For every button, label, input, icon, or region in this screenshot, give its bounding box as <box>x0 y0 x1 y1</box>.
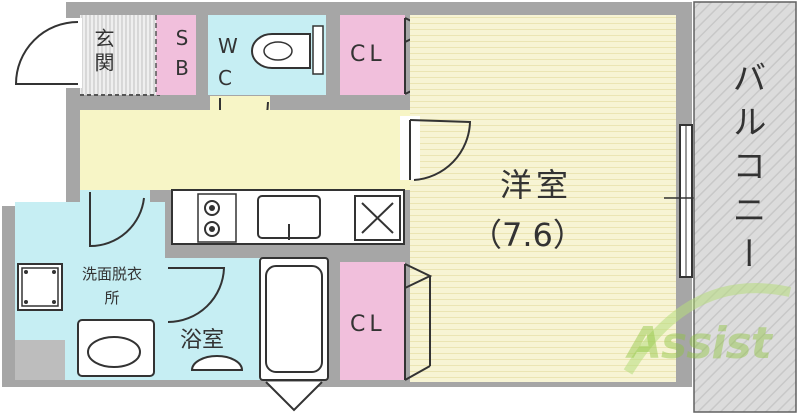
storage <box>15 340 65 380</box>
closet-bottom-label: CL <box>350 312 386 337</box>
washing-machine <box>17 263 63 311</box>
western-room-size: （7.6） <box>470 216 585 254</box>
closet-top <box>340 15 405 95</box>
bathroom-door <box>167 267 226 323</box>
entrance-door <box>14 21 79 85</box>
toilet-tank <box>312 25 324 75</box>
stove <box>197 193 237 243</box>
bath-door <box>265 381 323 412</box>
closet-top-label: CL <box>350 42 386 67</box>
room-door <box>409 119 472 181</box>
hall <box>80 110 410 190</box>
entrance-tiles <box>80 15 156 95</box>
bathroom-label: 浴室 <box>180 328 225 353</box>
entrance-label: 玄関 <box>91 28 115 76</box>
closet-bottom <box>340 262 405 380</box>
toilet-label: WC <box>218 34 238 90</box>
sink <box>257 195 321 240</box>
watermark-swoosh <box>623 283 792 375</box>
watermark-logo: Assist <box>628 318 772 369</box>
bathtub <box>259 257 329 381</box>
washbasin <box>77 319 155 377</box>
washroom-door <box>89 192 145 248</box>
washroom-label: 洗面脱衣所 <box>82 265 143 307</box>
bath-drain <box>190 355 244 371</box>
fridge-space <box>354 195 401 241</box>
western-room <box>410 15 676 382</box>
shoe-box-label: SB <box>170 26 194 86</box>
balcony-label: バルコニー <box>726 60 766 280</box>
shoe-box <box>156 15 196 95</box>
western-room-label: 洋室 <box>500 166 573 204</box>
